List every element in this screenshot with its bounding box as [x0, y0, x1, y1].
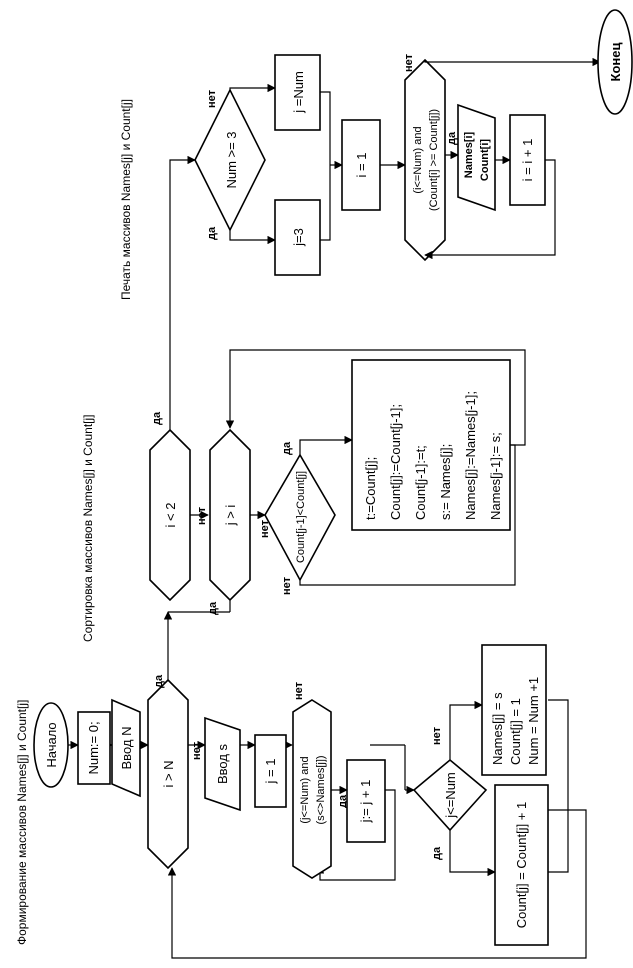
input-n-label: Ввод N	[119, 727, 134, 770]
swap-line-2: Count[j]:=Count[j-1];	[388, 404, 403, 520]
print-names-label: Names[i]	[463, 131, 475, 178]
print-block	[457, 103, 496, 212]
label-yes-4: да	[151, 411, 163, 425]
cond-i-gt-n-label: i > N	[161, 760, 176, 787]
label-no-1: нет	[191, 741, 203, 760]
label-yes-5: да	[207, 601, 219, 615]
swap-line-3: Count[j-1]:=t;	[413, 445, 428, 520]
cond-search-label-2: (s<>Names[j])	[315, 755, 327, 824]
cond-print-label-2: (Count[i] >= Count[j])	[428, 109, 440, 211]
i-eq-1-label: i = 1	[354, 153, 369, 178]
label-yes-8: да	[446, 131, 458, 145]
j-eq-3-label: j=3	[291, 228, 306, 247]
label-no-4: нет	[196, 506, 208, 525]
swap-line-4: s:= Names[j];	[438, 444, 453, 520]
j-eq-num-block	[274, 54, 321, 131]
i-inc-label: i = i + 1	[520, 139, 535, 182]
j-eq-1-label: j = 1	[263, 759, 278, 785]
j-eq-1-block	[254, 734, 287, 808]
cond-search-label-1: (j<=Num) and	[299, 756, 311, 823]
label-yes-3: да	[431, 846, 443, 860]
cond-i-lt-2	[149, 428, 191, 602]
init-block	[77, 711, 111, 785]
cond-i-gt-n	[147, 678, 189, 870]
j-inc-label: j:= j + 1	[358, 780, 373, 824]
i-inc-block	[509, 114, 546, 206]
label-yes-7: да	[206, 226, 218, 240]
heading-part3: Печать массивов Names[j] и Count[j]	[119, 99, 133, 300]
count-inc-label: Count[j] = Count[j] + 1	[514, 802, 529, 928]
swap-line-6: Names[j-1]:= s;	[488, 432, 503, 520]
i-eq-1-block	[341, 119, 381, 211]
input-s-label: Ввод s	[215, 743, 230, 784]
end-terminal	[597, 9, 633, 115]
swap-block	[351, 359, 511, 531]
new-entry-block	[481, 644, 547, 776]
label-yes-2: да	[337, 794, 349, 808]
label-yes-1: да	[153, 674, 165, 688]
cond-j-le-num	[412, 758, 488, 832]
cond-j-gt-i-label: j > i	[223, 505, 238, 527]
heading-part2: Сортировка массивов Names[j] и Count[j]	[81, 414, 95, 642]
cond-j-le-num-label: j<=Num	[443, 772, 458, 819]
count-inc-block	[494, 784, 549, 946]
start-label: Начало	[44, 722, 59, 767]
label-no-6: нет	[281, 576, 293, 595]
j-eq-num-label: j =Num	[291, 71, 306, 114]
label-no-3: нет	[431, 726, 443, 745]
cond-i-lt-2-label: i < 2	[163, 503, 178, 528]
label-no-7: нет	[206, 89, 218, 108]
start-terminal	[33, 702, 69, 788]
heading-part1: Формирование массивов Names[j] и Count[j…	[15, 700, 29, 945]
cond-search	[292, 699, 332, 879]
new-entry-line2: Count[j] = 1	[508, 698, 523, 765]
input-n-block	[111, 698, 141, 798]
input-s-block	[204, 716, 241, 812]
swap-line-5: Names[j]:=Names[j-1];	[463, 391, 478, 520]
new-entry-line3: Num = Num +1	[526, 677, 541, 765]
cond-print-label-1: (i<=Num) and	[412, 126, 424, 193]
new-entry-line1: Names[j] = s	[490, 692, 505, 765]
cond-num-ge-3	[194, 88, 266, 232]
label-yes-6: да	[281, 441, 293, 455]
end-label: Конец	[608, 43, 623, 82]
label-no-2: нет	[293, 681, 305, 700]
init-label: Num:= 0;	[86, 721, 101, 774]
label-no-8: нет	[403, 53, 415, 72]
label-no-5: нет	[259, 519, 271, 538]
cond-num-ge-3-label: Num >= 3	[224, 131, 239, 188]
print-count-label: Count[i]	[479, 139, 491, 181]
cond-swap	[264, 453, 336, 582]
j-inc-block	[346, 759, 386, 843]
swap-line-1: t:=Count[j];	[363, 457, 378, 520]
cond-swap-label: Count[j-1]<Count[j]	[295, 471, 307, 563]
cond-print	[404, 58, 446, 262]
j-eq-3-block	[274, 199, 321, 276]
